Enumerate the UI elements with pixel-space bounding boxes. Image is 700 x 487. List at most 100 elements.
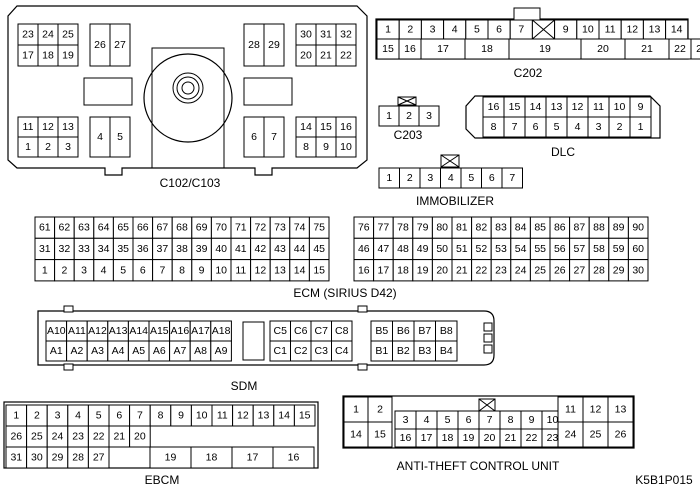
pin-2: 2 <box>367 396 393 423</box>
pin-number: 34 <box>98 243 110 255</box>
pin-number: 7 <box>509 172 515 184</box>
pin-number: 57 <box>574 243 586 255</box>
pin-blank <box>531 19 556 40</box>
pin-88: 88 <box>588 216 610 239</box>
pin-number: 21 <box>456 264 468 276</box>
pin-number: 25 <box>31 431 43 443</box>
pin-A8: A8 <box>189 340 212 362</box>
pin-number: 23 <box>72 431 84 443</box>
pin-number: 1 <box>638 121 644 133</box>
pin-number: 17 <box>22 50 34 62</box>
pin-80: 80 <box>431 216 453 239</box>
pin-number: 18 <box>42 50 54 62</box>
pin-number: 80 <box>436 222 448 234</box>
pin-2: 2 <box>608 116 631 138</box>
pin-9: 9 <box>554 19 578 40</box>
pin-number: 14 <box>350 429 362 441</box>
pin-number: 15 <box>382 43 394 55</box>
pin-32: 32 <box>54 237 75 261</box>
pin-number: 14 <box>278 410 290 422</box>
pin-number: 47 <box>378 243 390 255</box>
pin-number: 24 <box>515 264 527 276</box>
pin-17: 17 <box>231 446 274 469</box>
pin-number: 22 <box>526 432 538 444</box>
pin-number: 68 <box>176 222 188 234</box>
pin-number: A10 <box>47 325 66 337</box>
pin-41: 41 <box>230 237 252 261</box>
pin-number: 16 <box>400 432 412 444</box>
pin-number: 39 <box>196 243 208 255</box>
pin-number: 43 <box>274 243 286 255</box>
pin-68: 68 <box>171 216 193 239</box>
pin-5: 5 <box>436 410 459 430</box>
pin-45: 45 <box>308 237 330 261</box>
pin-13: 13 <box>269 259 291 282</box>
pin-number: 32 <box>59 243 71 255</box>
pin-62: 62 <box>54 216 75 239</box>
pin-number: 21 <box>320 50 332 62</box>
pin-number: 3 <box>427 172 433 184</box>
pin-6: 6 <box>487 19 511 40</box>
pin-number: 55 <box>534 243 546 255</box>
pin-number: 16 <box>288 452 300 464</box>
pin-4: 4 <box>566 116 589 138</box>
pin-4: 4 <box>89 116 111 158</box>
pin-5: 5 <box>465 19 489 40</box>
pin-8: 8 <box>295 136 317 158</box>
pin-number: 59 <box>613 243 625 255</box>
pin-3: 3 <box>418 105 440 127</box>
pin-number: 7 <box>137 410 143 422</box>
pin-30: 30 <box>26 446 48 469</box>
pin-number: C7 <box>315 325 329 337</box>
pin-number: 52 <box>476 243 488 255</box>
pin-49: 49 <box>412 237 433 261</box>
pin-11: 11 <box>587 96 610 118</box>
pin-number: 18 <box>481 43 493 55</box>
pin-number: 54 <box>515 243 527 255</box>
pin-28: 28 <box>67 446 89 469</box>
pin-26: 26 <box>549 259 571 282</box>
pin-24: 24 <box>510 259 531 282</box>
pin-6: 6 <box>481 167 503 189</box>
pin-7: 7 <box>129 404 151 427</box>
pin-16: 16 <box>272 446 315 469</box>
pin-14: 14 <box>289 259 310 282</box>
pin-43: 43 <box>269 237 291 261</box>
pin-number: 53 <box>495 243 507 255</box>
pin-B5: B5 <box>370 320 393 342</box>
pin-C3: C3 <box>310 340 332 362</box>
antitheft-label: ANTI-THEFT CONTROL UNIT <box>397 459 560 473</box>
pin-number: 26 <box>554 264 566 276</box>
pin-1: 1 <box>629 116 652 138</box>
pin-number: 71 <box>235 222 247 234</box>
pin-31: 31 <box>34 237 56 261</box>
pin-3: 3 <box>587 116 610 138</box>
pin-26: 26 <box>607 421 634 448</box>
pin-40: 40 <box>210 237 232 261</box>
pin-9: 9 <box>315 136 337 158</box>
pin-number: 5 <box>445 414 451 426</box>
sdm-label: SDM <box>231 379 258 393</box>
pin-number: 20 <box>436 264 448 276</box>
pin-number: 15 <box>509 101 521 113</box>
pin-34: 34 <box>93 237 114 261</box>
pin-number: C2 <box>294 345 308 357</box>
pin-number: 51 <box>456 243 468 255</box>
pin-number: 17 <box>378 264 390 276</box>
pin-3: 3 <box>419 167 441 189</box>
pin-number: 87 <box>574 222 586 234</box>
pin-number: 19 <box>463 432 475 444</box>
pin-6: 6 <box>108 404 131 427</box>
pin-8: 8 <box>482 116 505 138</box>
pin-number: 62 <box>59 222 71 234</box>
pin-number: 58 <box>593 243 605 255</box>
c202-label: C202 <box>514 66 543 80</box>
pin-13: 13 <box>252 404 275 427</box>
pin-number: 8 <box>303 141 309 153</box>
pin-66: 66 <box>132 216 154 239</box>
pin-number: A17 <box>191 325 210 337</box>
pin-number: 5 <box>117 131 123 143</box>
pin-15: 15 <box>376 38 400 60</box>
